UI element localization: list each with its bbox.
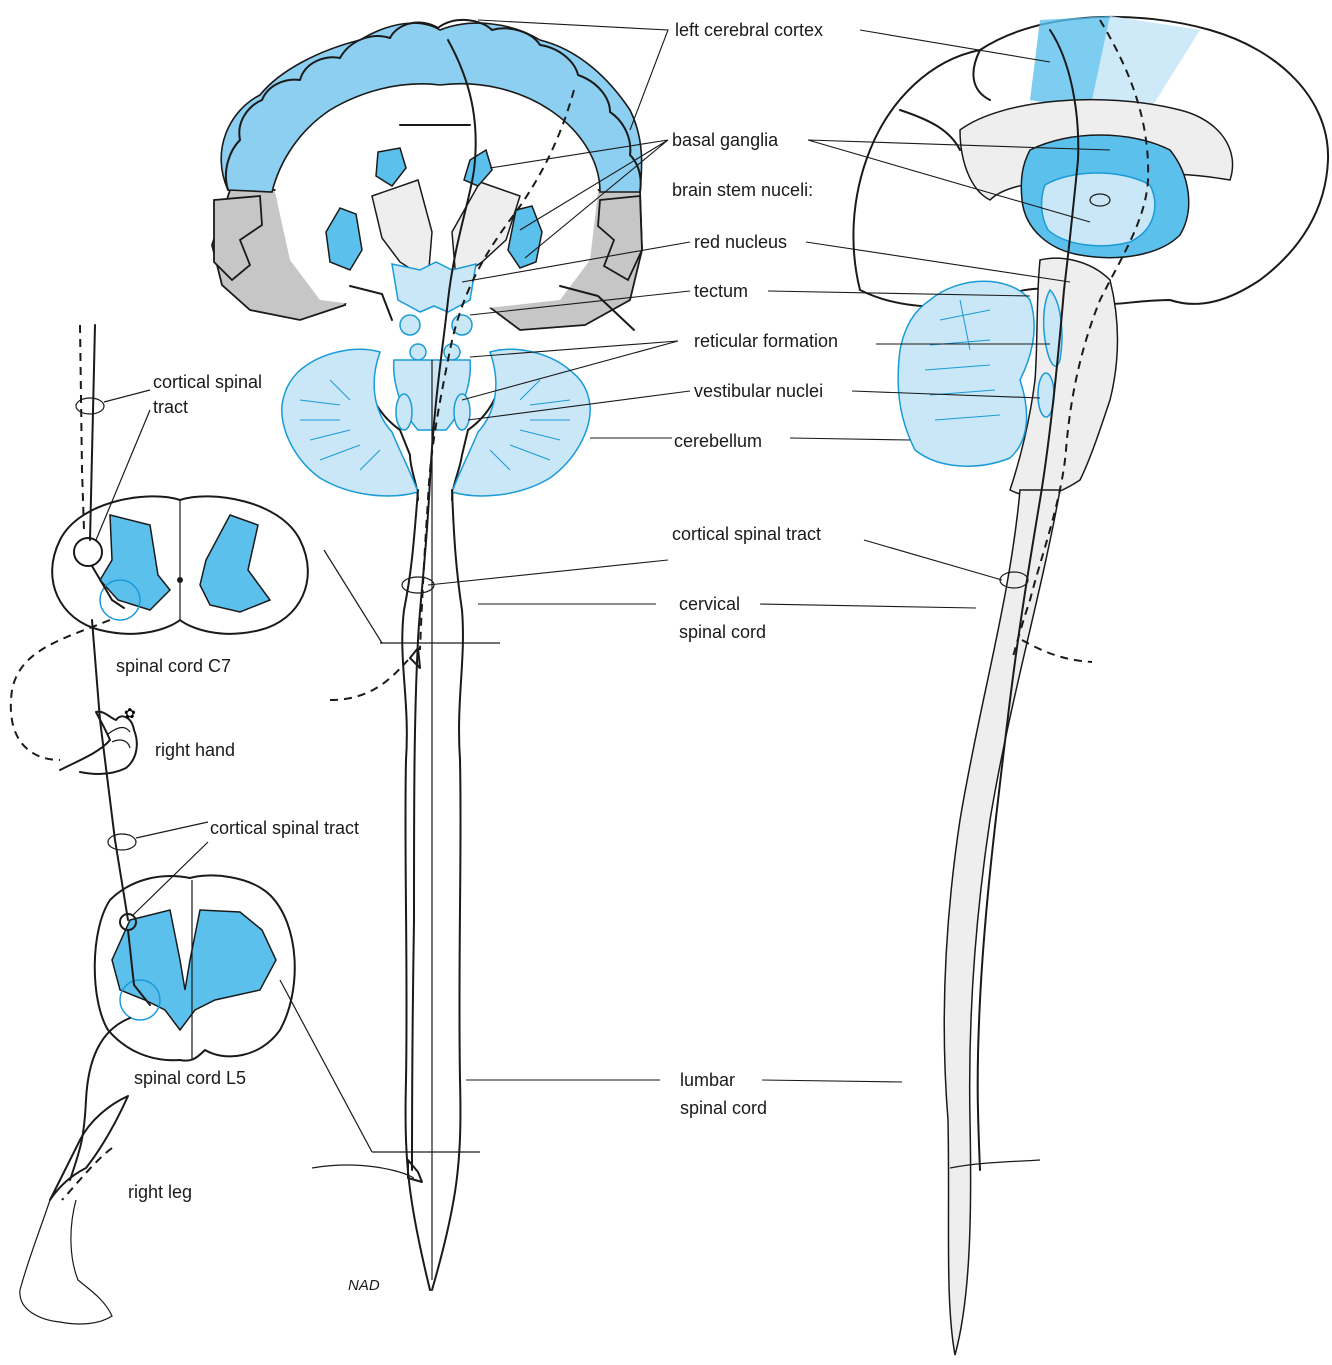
cerebellum-right: [452, 349, 590, 496]
c7-pointer: [324, 550, 382, 643]
l5-section: [70, 822, 295, 1180]
label-basal-ganglia: basal ganglia: [672, 130, 779, 150]
leg-outline: [20, 1200, 112, 1324]
label-cst-lower: cortical spinal tract: [210, 818, 359, 838]
label-cst-upper-line2: tract: [153, 397, 188, 417]
lumbar-out-nerve: [312, 1165, 414, 1178]
label-cortical-spinal-tract-center: cortical spinal tract: [672, 524, 821, 544]
label-cervical-line1: cervical: [679, 594, 740, 614]
label-left-cerebral-cortex: left cerebral cortex: [675, 20, 823, 40]
vestibular-left: [396, 394, 412, 430]
label-reticular-formation: reticular formation: [694, 331, 838, 351]
left-tract-dashed-upper: [80, 325, 84, 530]
lumbar-synapse: [408, 1160, 422, 1182]
c7-tract-circle: [74, 538, 102, 566]
signature-nad: NAD: [348, 1277, 380, 1294]
cervical-synapse: [410, 648, 420, 668]
lead-cst-center: [428, 540, 1002, 585]
right-hand: ✿: [60, 706, 137, 774]
label-cervical-line2: spinal cord: [679, 622, 766, 642]
thalamus-sagittal: [1042, 173, 1155, 246]
l5-circle-pointer: [132, 842, 208, 916]
l5-tract-ellipse: [108, 834, 136, 850]
sagittal-brain: [853, 16, 1328, 1355]
c7-tract-ellipse: [76, 398, 104, 414]
hand-fingers: [108, 728, 130, 748]
coronal-tectum-right: [444, 344, 460, 360]
right-leg: [20, 1096, 128, 1324]
cervical-out-nerve: [330, 660, 408, 700]
label-spinal-cord-l5: spinal cord L5: [134, 1068, 246, 1088]
label-right-leg: right leg: [128, 1182, 192, 1202]
coronal-tectum-left: [410, 344, 426, 360]
c7-canal: [177, 577, 183, 583]
vestibular-right: [454, 394, 470, 430]
l5-ellipse-pointer: [136, 822, 208, 838]
label-right-hand: right hand: [155, 740, 235, 760]
coronal-brain-section: [212, 20, 642, 360]
flower-icon: ✿: [124, 706, 136, 722]
label-lumbar-line1: lumbar: [680, 1070, 735, 1090]
label-brain-stem-nuclei: brain stem nuceli:: [672, 180, 813, 200]
left-tract-solid-upper: [90, 325, 95, 540]
l5-grey-matter: [112, 910, 276, 1030]
leg-muscle: [50, 1096, 128, 1200]
label-red-nucleus: red nucleus: [694, 232, 787, 252]
c7-sensory-path: [11, 620, 110, 760]
cerebellum-sagittal: [898, 281, 1034, 466]
sagittal-out-nerve: [1022, 640, 1092, 662]
l5-pointer: [280, 980, 372, 1152]
label-lumbar-line2: spinal cord: [680, 1098, 767, 1118]
label-spinal-cord-c7: spinal cord C7: [116, 656, 231, 676]
label-tectum: tectum: [694, 281, 748, 301]
label-cst-upper-line1: cortical spinal: [153, 372, 262, 392]
label-cerebellum: cerebellum: [674, 431, 762, 451]
leg-nerve-dashed: [62, 1148, 112, 1200]
label-vestibular-nuclei: vestibular nuclei: [694, 381, 823, 401]
spinal-cord-sagittal: [944, 490, 1060, 1355]
coronal-red-nucleus-left: [400, 315, 420, 335]
c7-ellipse-pointer: [104, 390, 150, 402]
c7-grey-right: [200, 515, 270, 612]
